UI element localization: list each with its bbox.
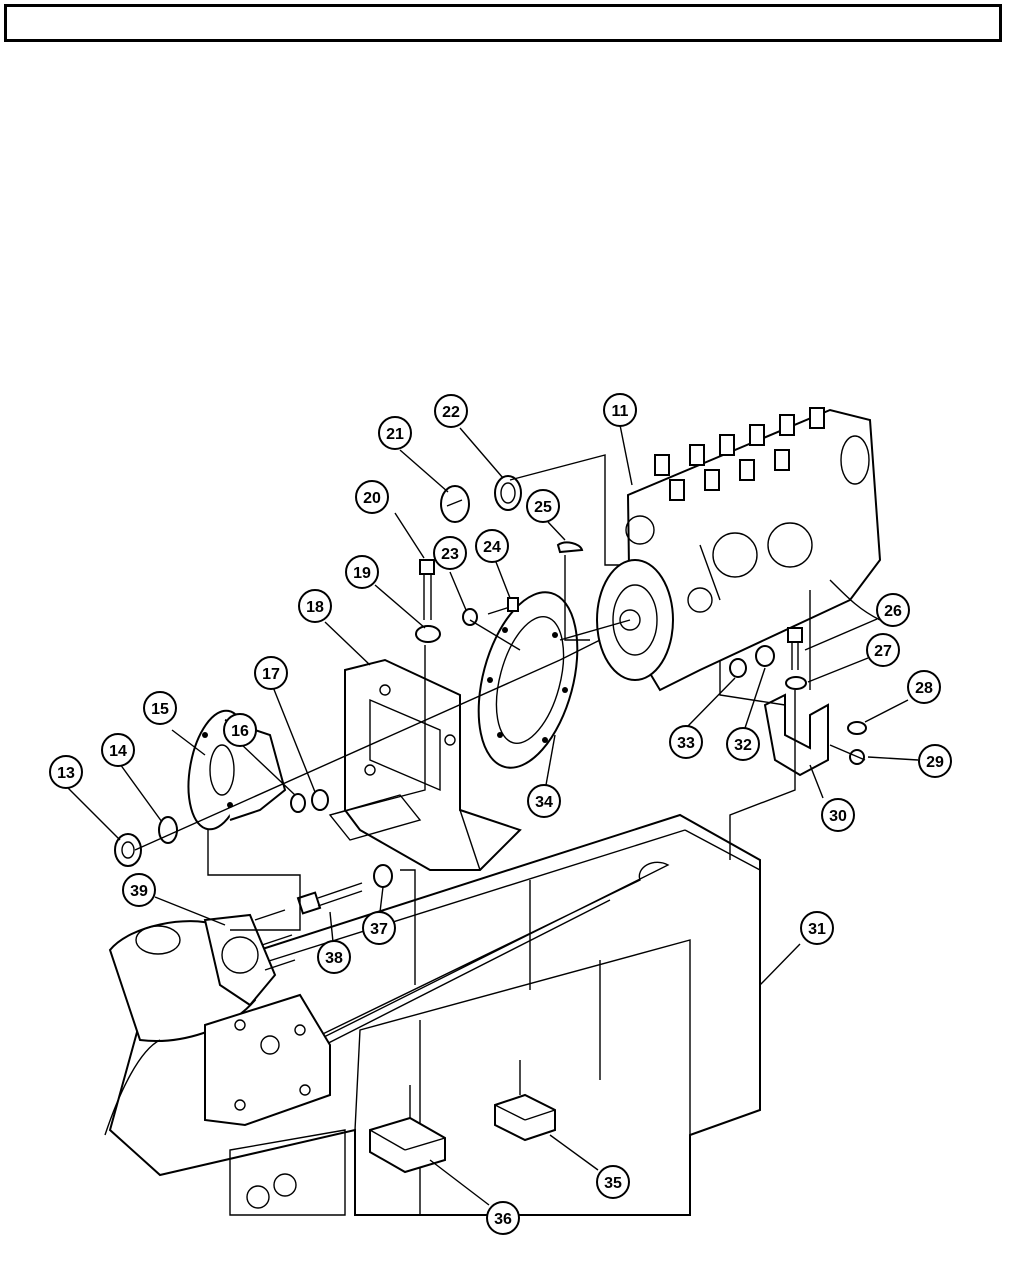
svg-text:18: 18 — [306, 599, 324, 616]
svg-text:29: 29 — [926, 754, 944, 771]
callout-18: 18 — [298, 589, 332, 623]
svg-text:19: 19 — [353, 565, 371, 582]
callout-35: 35 — [596, 1165, 630, 1199]
callout-36: 36 — [486, 1201, 520, 1235]
svg-text:23: 23 — [441, 546, 459, 563]
seal-22 — [494, 475, 522, 511]
nut-17 — [311, 789, 329, 811]
callout-32: 32 — [726, 727, 760, 761]
callout-11: 11 — [603, 393, 637, 427]
svg-text:26: 26 — [884, 603, 902, 620]
callout-25: 25 — [526, 489, 560, 523]
svg-text:27: 27 — [874, 643, 892, 660]
svg-text:20: 20 — [363, 490, 381, 507]
callout-38: 38 — [317, 940, 351, 974]
svg-text:28: 28 — [915, 680, 933, 697]
callout-33: 33 — [669, 725, 703, 759]
bolt-26 — [787, 627, 803, 670]
callout-16: 16 — [223, 713, 257, 747]
svg-text:30: 30 — [829, 808, 847, 825]
header-box — [4, 4, 1002, 42]
support-block-35 — [494, 1060, 556, 1142]
bolt-38 — [296, 882, 363, 915]
callout-37: 37 — [362, 911, 396, 945]
svg-text:39: 39 — [130, 883, 148, 900]
key-25 — [556, 541, 584, 554]
adapter-ring — [477, 591, 579, 769]
svg-text:22: 22 — [442, 404, 460, 421]
svg-text:37: 37 — [370, 921, 388, 938]
callout-29: 29 — [918, 744, 952, 778]
drive-motor-housing — [104, 909, 331, 1136]
callout-31: 31 — [800, 911, 834, 945]
callout-15: 15 — [143, 691, 177, 725]
svg-text:24: 24 — [483, 539, 501, 556]
nut-32 — [755, 645, 775, 667]
washer-27 — [785, 676, 807, 690]
bracket-30 — [763, 693, 829, 777]
bolt-20 — [419, 559, 435, 620]
svg-text:25: 25 — [534, 499, 552, 516]
exploded-axis-lines — [134, 454, 866, 990]
washer-37 — [373, 864, 393, 888]
svg-text:14: 14 — [109, 743, 127, 760]
callout-24: 24 — [475, 529, 509, 563]
nut-13 — [114, 833, 142, 867]
pump-delivery-valves — [654, 407, 825, 501]
callout-26: 26 — [876, 593, 910, 627]
plug-21 — [440, 485, 470, 523]
callouts: 11 13 14 15 16 17 18 19 20 21 22 23 24 2… — [49, 393, 952, 1235]
svg-text:13: 13 — [57, 765, 75, 782]
svg-text:16: 16 — [231, 723, 249, 740]
injection-pump — [559, 407, 882, 692]
callout-20: 20 — [355, 480, 389, 514]
support-block-36 — [369, 1085, 446, 1174]
svg-text:11: 11 — [612, 403, 629, 420]
callout-14: 14 — [101, 733, 135, 767]
washer-33 — [729, 658, 747, 678]
svg-text:31: 31 — [808, 921, 826, 938]
callout-39: 39 — [122, 873, 156, 907]
svg-text:17: 17 — [262, 666, 280, 683]
svg-text:32: 32 — [734, 737, 752, 754]
callout-23: 23 — [433, 536, 467, 570]
svg-text:33: 33 — [677, 735, 695, 752]
callout-28: 28 — [907, 670, 941, 704]
callout-27: 27 — [866, 633, 900, 667]
callout-13: 13 — [49, 755, 83, 789]
nut-23 — [462, 608, 478, 626]
callout-19: 19 — [345, 555, 379, 589]
callout-30: 30 — [821, 798, 855, 832]
washer-19 — [415, 625, 441, 643]
svg-text:15: 15 — [151, 701, 169, 718]
washer-16 — [290, 793, 306, 813]
bolt-24 — [487, 597, 519, 615]
svg-text:21: 21 — [386, 426, 404, 443]
callout-17: 17 — [254, 656, 288, 690]
washer-28 — [847, 721, 867, 735]
svg-text:38: 38 — [325, 950, 343, 967]
svg-text:35: 35 — [604, 1175, 622, 1192]
callout-22: 22 — [434, 394, 468, 428]
callout-34: 34 — [527, 784, 561, 818]
callout-21: 21 — [378, 416, 412, 450]
svg-text:34: 34 — [535, 794, 553, 811]
svg-text:36: 36 — [494, 1211, 512, 1228]
leader-lines — [64, 424, 919, 1206]
mounting-bracket — [328, 658, 522, 871]
